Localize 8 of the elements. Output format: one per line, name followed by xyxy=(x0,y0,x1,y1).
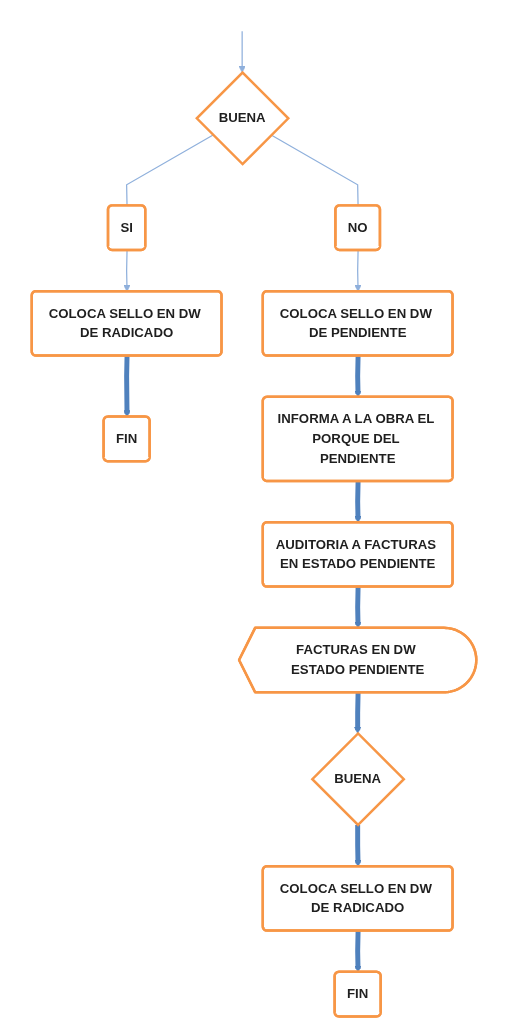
arrow xyxy=(238,30,246,73)
node-diamond: BUENA xyxy=(195,70,291,166)
arrow xyxy=(354,249,362,292)
arrow xyxy=(354,824,362,867)
arrow xyxy=(123,249,131,292)
arrow xyxy=(354,692,362,734)
node-diamond: BUENA xyxy=(310,731,406,827)
arrow xyxy=(354,481,362,523)
